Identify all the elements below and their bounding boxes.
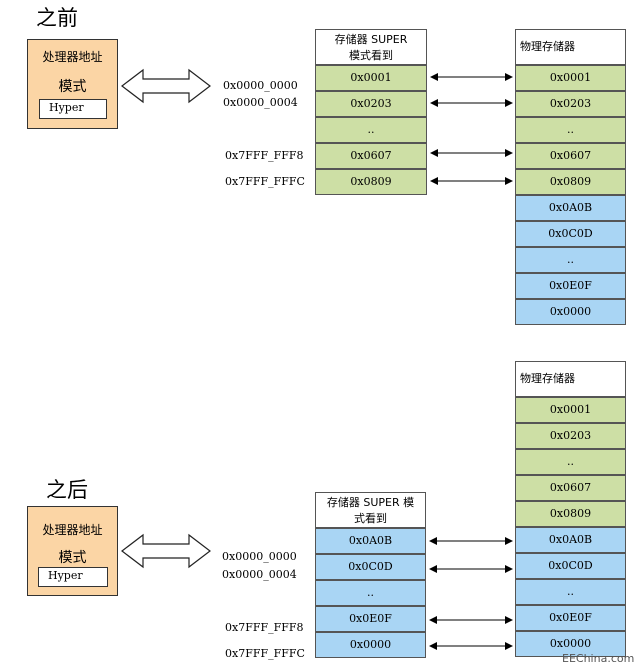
address-label: 0x7FFF_FFF8 xyxy=(225,149,304,162)
physical-memory-cell: .. xyxy=(515,579,626,605)
super-view-cell: 0x0000 xyxy=(315,632,426,658)
super-view-header-line2: 模式看到 xyxy=(349,49,393,62)
super-view-cell: 0x0C0D xyxy=(315,554,426,580)
physical-memory-cell: 0x0C0D xyxy=(515,553,626,579)
physical-memory-cell: 0x0203 xyxy=(515,91,626,117)
physical-memory-cell: 0x0E0F xyxy=(515,605,626,631)
before-bidirectional-block-arrow xyxy=(121,68,211,104)
physical-memory-cell: 0x0000 xyxy=(515,631,626,657)
address-label: 0x0000_0000 xyxy=(222,550,297,563)
after-cpu-address-mode-box: 处理器地址 模式 Hyper xyxy=(27,506,118,596)
super-view-header-line1: 存储器 SUPER xyxy=(334,33,408,46)
physical-memory-cell: .. xyxy=(515,117,626,143)
super-view-cell: 0x0607 xyxy=(315,143,427,169)
super-view-header-line2: 式看到 xyxy=(354,512,387,525)
address-label: 0x7FFF_FFFC xyxy=(225,647,305,660)
before-heading: 之前 xyxy=(36,6,78,30)
address-label: 0x7FFF_FFF8 xyxy=(225,621,304,634)
physical-memory-cell: 0x0203 xyxy=(515,423,626,449)
hyper-mode-field: Hyper xyxy=(38,567,108,587)
physical-memory-cell: .. xyxy=(515,449,626,475)
super-view-cell: 0x0809 xyxy=(315,169,427,195)
after-heading: 之后 xyxy=(46,478,88,502)
physical-memory-cell: 0x0607 xyxy=(515,143,626,169)
physical-memory-cell: 0x0809 xyxy=(515,169,626,195)
physical-memory-cell: 0x0E0F xyxy=(515,273,626,299)
physical-memory-cell: 0x0607 xyxy=(515,475,626,501)
physical-memory-cell: 0x0809 xyxy=(515,501,626,527)
super-view-cell: 0x0E0F xyxy=(315,606,426,632)
super-view-header-line1: 存储器 SUPER 模 xyxy=(326,496,415,509)
physical-memory-cell: .. xyxy=(515,247,626,273)
physical-memory-cell: 0x0A0B xyxy=(515,527,626,553)
address-label: 0x0000_0000 xyxy=(223,79,298,92)
physical-memory-cell: 0x0C0D xyxy=(515,221,626,247)
super-view-cell: 0x0203 xyxy=(315,91,427,117)
cpu-label: 处理器地址 xyxy=(42,523,103,537)
before-cpu-address-mode-box: 处理器地址 模式 Hyper xyxy=(27,39,118,129)
after-physical-memory-header: 物理存储器 xyxy=(515,361,626,397)
address-label: 0x0000_0004 xyxy=(222,568,297,581)
physical-memory-cell: 0x0001 xyxy=(515,65,626,91)
watermark: EEChina.com xyxy=(562,652,635,665)
after-bidirectional-block-arrow xyxy=(121,533,211,569)
super-view-cell: .. xyxy=(315,580,426,606)
after-super-view-header: 存储器 SUPER 模 式看到 xyxy=(315,492,426,528)
mode-label: 模式 xyxy=(58,550,87,566)
hyper-mode-field: Hyper xyxy=(39,99,107,119)
before-physical-memory-header: 物理存储器 xyxy=(515,29,626,65)
super-view-cell: .. xyxy=(315,117,427,143)
address-label: 0x0000_0004 xyxy=(223,96,298,109)
physical-memory-cell: 0x0000 xyxy=(515,299,626,325)
super-view-cell: 0x0001 xyxy=(315,65,427,91)
physical-memory-cell: 0x0001 xyxy=(515,397,626,423)
cpu-label: 处理器地址 xyxy=(42,50,103,64)
before-super-view-header: 存储器 SUPER 模式看到 xyxy=(315,29,427,65)
super-view-cell: 0x0A0B xyxy=(315,528,426,554)
address-label: 0x7FFF_FFFC xyxy=(225,175,305,188)
physical-memory-cell: 0x0A0B xyxy=(515,195,626,221)
mode-label: 模式 xyxy=(58,79,87,95)
